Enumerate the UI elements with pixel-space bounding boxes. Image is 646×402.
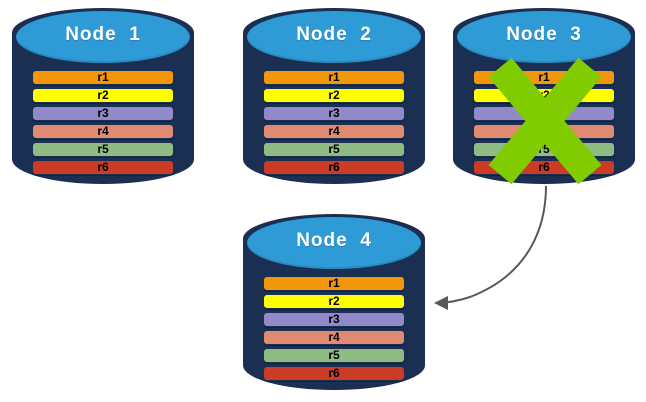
- node-3[interactable]: Node 3 r1 r2 r3 r4 r5 r6: [453, 8, 635, 185]
- node-4[interactable]: Node 4 r1 r2 r3 r4 r5 r6: [243, 214, 425, 390]
- record-row[interactable]: r4: [473, 123, 615, 139]
- failover-arrow-path: [434, 185, 547, 310]
- record-row[interactable]: r5: [32, 141, 174, 157]
- node-3-cylinder-top: [456, 10, 632, 64]
- record-row[interactable]: r5: [263, 141, 405, 157]
- record-row[interactable]: r3: [263, 105, 405, 121]
- record-row[interactable]: r4: [263, 123, 405, 139]
- record-row[interactable]: r4: [32, 123, 174, 139]
- record-row[interactable]: r4: [263, 329, 405, 345]
- node-2-cylinder-top: [246, 10, 422, 64]
- record-row[interactable]: r2: [263, 293, 405, 309]
- record-row[interactable]: r6: [473, 159, 615, 175]
- record-row[interactable]: r2: [263, 87, 405, 103]
- record-row[interactable]: r6: [263, 365, 405, 381]
- record-row[interactable]: r5: [473, 141, 615, 157]
- record-row[interactable]: r1: [32, 69, 174, 85]
- node-1-rows: r1 r2 r3 r4 r5 r6: [32, 69, 174, 178]
- record-row[interactable]: r2: [32, 87, 174, 103]
- record-row[interactable]: r5: [263, 347, 405, 363]
- node-1[interactable]: Node 1 r1 r2 r3 r4 r5 r6: [12, 8, 194, 184]
- record-row[interactable]: r1: [473, 69, 615, 85]
- record-row[interactable]: r3: [473, 105, 615, 121]
- node-3-rows: r1 r2 r3 r4 r5 r6: [473, 69, 615, 178]
- record-row[interactable]: r1: [263, 275, 405, 291]
- record-row[interactable]: r6: [263, 159, 405, 175]
- node-2-rows: r1 r2 r3 r4 r5 r6: [263, 69, 405, 178]
- record-row[interactable]: r3: [263, 311, 405, 327]
- record-row[interactable]: r1: [263, 69, 405, 85]
- node-1-cylinder-top: [15, 10, 191, 64]
- record-row[interactable]: r6: [32, 159, 174, 175]
- record-row[interactable]: r3: [32, 105, 174, 121]
- node-4-cylinder-top: [246, 216, 422, 270]
- node-2[interactable]: Node 2 r1 r2 r3 r4 r5 r6: [243, 8, 425, 184]
- record-row[interactable]: r2: [473, 87, 615, 103]
- node-4-rows: r1 r2 r3 r4 r5 r6: [263, 275, 405, 384]
